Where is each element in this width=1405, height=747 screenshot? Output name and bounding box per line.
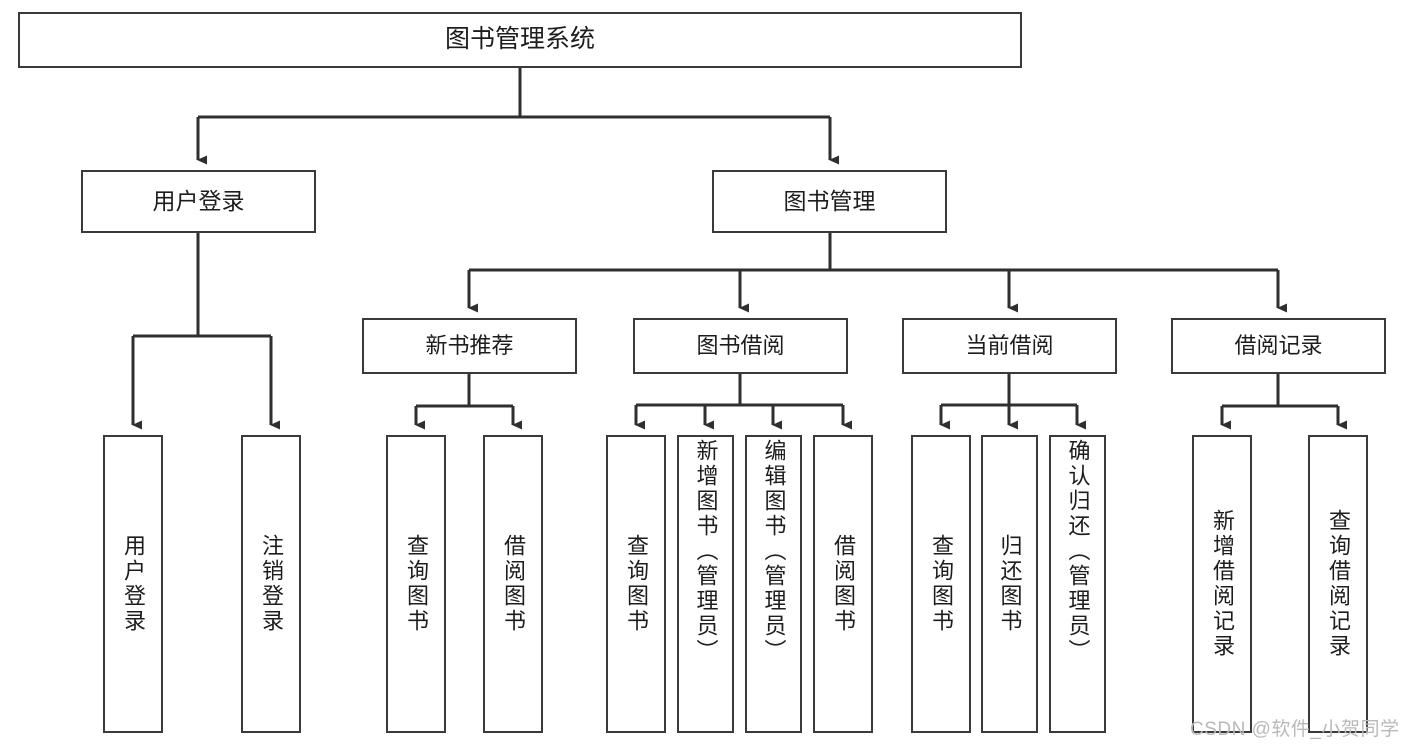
leaf-book-borrow-borrow[interactable]: 借阅图书 (813, 435, 873, 733)
node-label: 注销登录 (259, 534, 284, 634)
leaf-user-login-logout[interactable]: 注销登录 (241, 435, 301, 733)
node-book-borrow[interactable]: 图书借阅 (633, 318, 848, 374)
node-borrow-record[interactable]: 借阅记录 (1171, 318, 1386, 374)
node-label: 图书借阅 (696, 333, 785, 359)
leaf-book-borrow-query[interactable]: 查询图书 (606, 435, 666, 733)
watermark-text: CSDN @软件_小贺同学 (1190, 719, 1400, 740)
leaf-current-borrow-return[interactable]: 归还图书 (981, 435, 1038, 733)
leaf-book-borrow-add-admin[interactable]: 新增图书（管理员） (677, 435, 734, 733)
node-label: 借阅记录 (1234, 333, 1323, 359)
node-label: 查询借阅记录 (1326, 509, 1351, 659)
node-label: 查询图书 (929, 534, 954, 634)
leaf-borrow-record-add[interactable]: 新增借阅记录 (1192, 435, 1252, 733)
node-book-management[interactable]: 图书管理 (712, 170, 947, 233)
node-label: 新书推荐 (425, 333, 514, 359)
node-label: 当前借阅 (965, 333, 1054, 359)
node-label: 图书管理系统 (444, 25, 595, 54)
node-label: 借阅图书 (501, 534, 526, 634)
node-label: 新增图书（管理员） (693, 439, 719, 664)
node-label: 编辑图书（管理员） (761, 439, 787, 664)
node-label: 用户登录 (152, 187, 245, 214)
node-root-system[interactable]: 图书管理系统 (18, 12, 1022, 68)
node-label: 借阅图书 (831, 534, 856, 634)
node-label: 用户登录 (121, 534, 146, 634)
leaf-borrow-record-query[interactable]: 查询借阅记录 (1308, 435, 1368, 733)
node-label: 图书管理 (783, 187, 876, 214)
leaf-user-login-login[interactable]: 用户登录 (103, 435, 163, 733)
leaf-new-book-query[interactable]: 查询图书 (386, 435, 446, 733)
leaf-book-borrow-edit-admin[interactable]: 编辑图书（管理员） (745, 435, 802, 733)
node-label: 查询图书 (624, 534, 649, 634)
leaf-current-borrow-confirm-admin[interactable]: 确认归还（管理员） (1049, 435, 1106, 733)
leaf-current-borrow-query[interactable]: 查询图书 (911, 435, 971, 733)
leaf-new-book-borrow[interactable]: 借阅图书 (483, 435, 543, 733)
node-label: 新增借阅记录 (1210, 509, 1235, 659)
node-label: 归还图书 (997, 534, 1023, 634)
node-label: 查询图书 (404, 534, 429, 634)
node-current-borrow[interactable]: 当前借阅 (902, 318, 1117, 374)
node-new-book-recommend[interactable]: 新书推荐 (362, 318, 577, 374)
node-user-login[interactable]: 用户登录 (81, 170, 316, 233)
node-label: 确认归还（管理员） (1065, 439, 1091, 664)
